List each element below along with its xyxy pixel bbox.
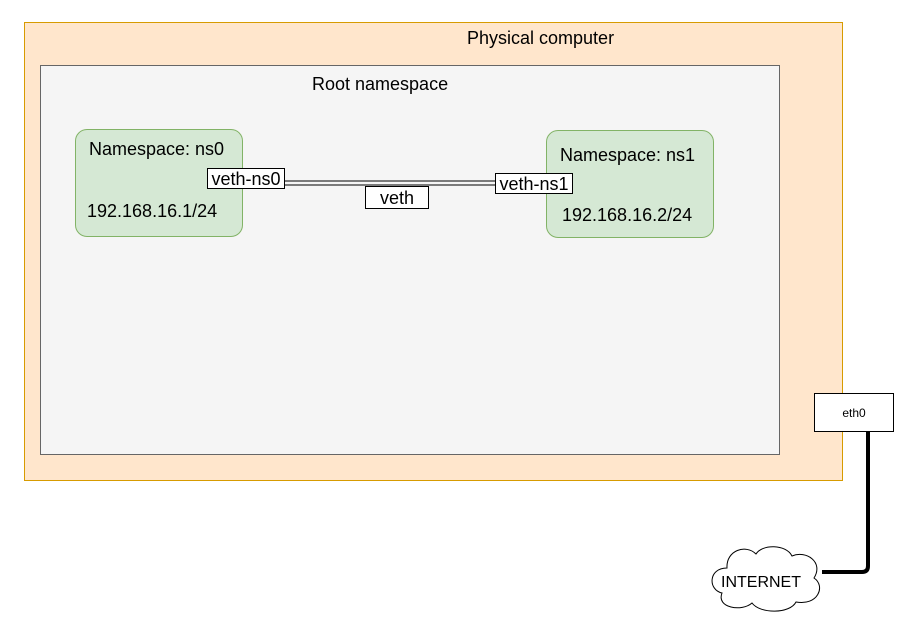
veth-ns0-interface: veth-ns0 (207, 168, 285, 189)
internet-label: INTERNET (721, 574, 801, 591)
internet-cloud-icon (711, 546, 820, 612)
physical-computer-title: Physical computer (467, 28, 615, 48)
veth-ns1-interface: veth-ns1 (495, 173, 573, 194)
root-namespace-title: Root namespace (312, 74, 449, 94)
namespace-ns0-ip: 192.168.16.1/24 (87, 201, 218, 221)
internet-link-line (822, 432, 870, 574)
namespace-ns1-box (546, 130, 714, 238)
eth0-label: eth0 (842, 405, 866, 420)
namespace-ns1-ip: 192.168.16.2/24 (562, 205, 693, 225)
namespace-ns1-title: Namespace: ns1 (560, 145, 696, 165)
eth0-interface: eth0 (814, 393, 894, 432)
namespace-ns0-title: Namespace: ns0 (89, 139, 225, 159)
veth-link-label: veth (365, 186, 429, 209)
